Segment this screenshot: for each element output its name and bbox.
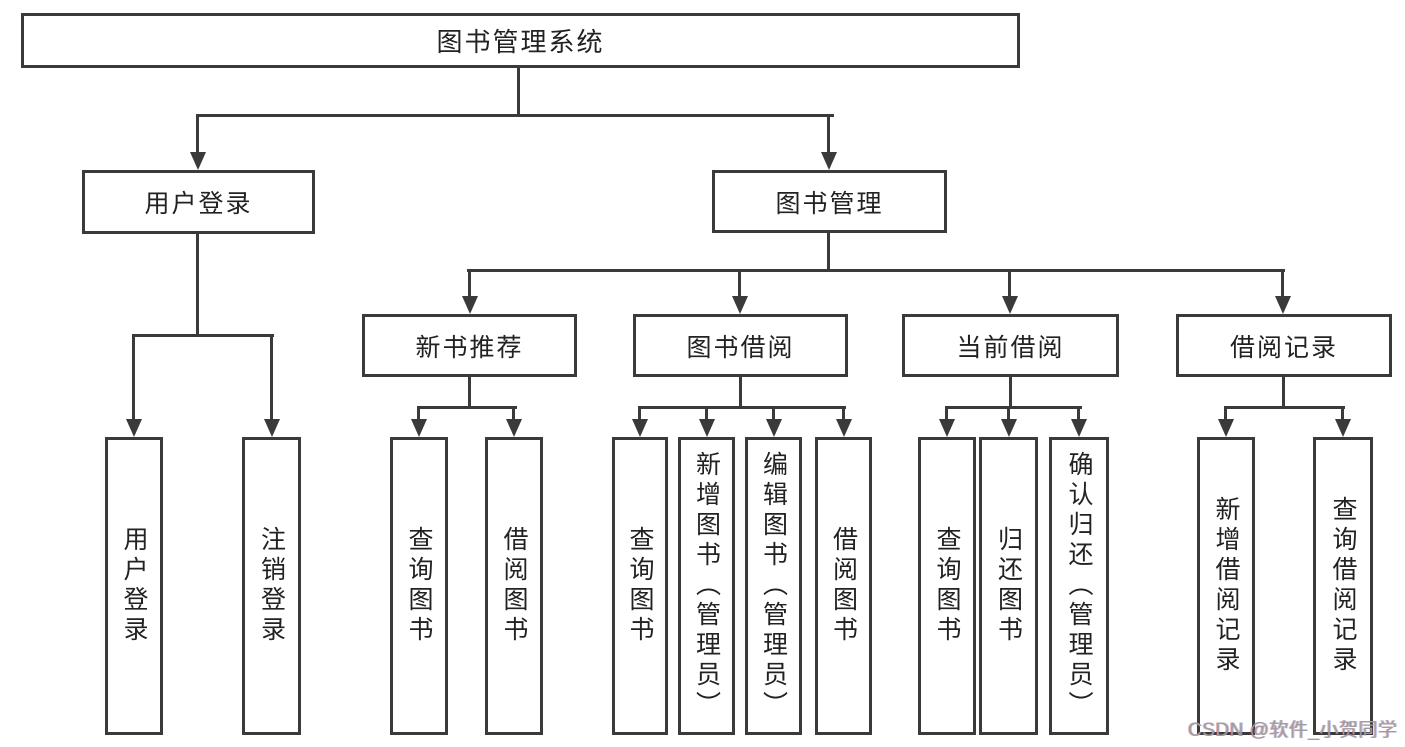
node-new-book: 新书推荐 xyxy=(362,314,577,377)
leaf-add-book-admin: 新增图书（管理员） xyxy=(678,437,735,735)
connector-line xyxy=(638,406,846,409)
connector-line xyxy=(842,406,845,422)
arrow-down xyxy=(939,419,955,437)
connector-line xyxy=(196,114,199,155)
connector-line xyxy=(738,269,741,299)
leaf-query-borrow-record: 查询借阅记录 xyxy=(1313,437,1373,735)
connector-line xyxy=(1077,406,1080,422)
node-user-login: 用户登录 xyxy=(82,170,315,234)
connector-line xyxy=(1224,406,1227,422)
connector-line xyxy=(638,406,641,422)
connector-line xyxy=(739,377,742,408)
leaf-borrow-book: 借阅图书 xyxy=(815,437,872,735)
connector-line xyxy=(772,406,775,422)
leaf-query-book-current: 查询图书 xyxy=(918,437,976,735)
arrow-down xyxy=(1002,296,1018,314)
connector-line xyxy=(1007,406,1010,422)
connector-line xyxy=(1341,406,1344,422)
arrow-down xyxy=(821,152,837,170)
arrow-down xyxy=(766,419,782,437)
connector-line xyxy=(196,234,199,337)
arrow-down xyxy=(732,296,748,314)
connector-line xyxy=(945,406,1082,409)
connector-line xyxy=(270,334,273,422)
connector-line xyxy=(132,334,135,422)
leaf-query-book-borrow: 查询图书 xyxy=(612,437,668,735)
connector-line xyxy=(827,114,830,155)
connector-line xyxy=(945,406,948,422)
arrow-down xyxy=(1001,419,1017,437)
arrow-down xyxy=(126,419,142,437)
arrow-down xyxy=(836,419,852,437)
arrow-down xyxy=(190,152,206,170)
connector-line xyxy=(132,334,274,337)
connector-line xyxy=(827,233,830,272)
connector-line xyxy=(468,377,471,408)
node-borrow-record: 借阅记录 xyxy=(1176,314,1392,377)
connector-line xyxy=(517,68,520,117)
arrow-down xyxy=(632,419,648,437)
connector-line xyxy=(705,406,708,422)
arrow-down xyxy=(1275,296,1291,314)
node-book-mgmt: 图书管理 xyxy=(712,170,947,233)
arrow-down xyxy=(699,419,715,437)
arrow-down xyxy=(1071,419,1087,437)
leaf-logout-login: 注销登录 xyxy=(242,437,301,735)
connector-line xyxy=(512,406,515,422)
connector-line xyxy=(467,269,1285,272)
node-book-borrow: 图书借阅 xyxy=(633,314,848,377)
connector-line xyxy=(1282,377,1285,408)
connector-line xyxy=(1008,269,1011,299)
connector-line xyxy=(417,406,420,422)
arrow-down xyxy=(506,419,522,437)
arrow-down xyxy=(411,419,427,437)
node-current-borrow: 当前借阅 xyxy=(902,314,1119,377)
connector-line xyxy=(196,114,834,117)
arrow-down xyxy=(1218,419,1234,437)
node-root: 图书管理系统 xyxy=(21,13,1020,68)
connector-line xyxy=(1009,377,1012,408)
leaf-confirm-return-admin: 确认归还（管理员） xyxy=(1049,437,1109,735)
leaf-borrow-book-new: 借阅图书 xyxy=(485,437,543,735)
arrow-down xyxy=(462,296,478,314)
arrow-down xyxy=(1335,419,1351,437)
connector-line xyxy=(468,269,471,299)
leaf-user-login: 用户登录 xyxy=(105,437,163,735)
leaf-edit-book-admin: 编辑图书（管理员） xyxy=(745,437,802,735)
leaf-query-book-new: 查询图书 xyxy=(390,437,448,735)
connector-line xyxy=(417,406,517,409)
connector-line xyxy=(1281,269,1284,299)
csdn-watermark: CSDN @软件_小贺同学 xyxy=(1188,720,1398,741)
leaf-return-book: 归还图书 xyxy=(979,437,1038,735)
connector-line xyxy=(1224,406,1345,409)
arrow-down xyxy=(264,419,280,437)
leaf-add-borrow-record: 新增借阅记录 xyxy=(1197,437,1255,735)
